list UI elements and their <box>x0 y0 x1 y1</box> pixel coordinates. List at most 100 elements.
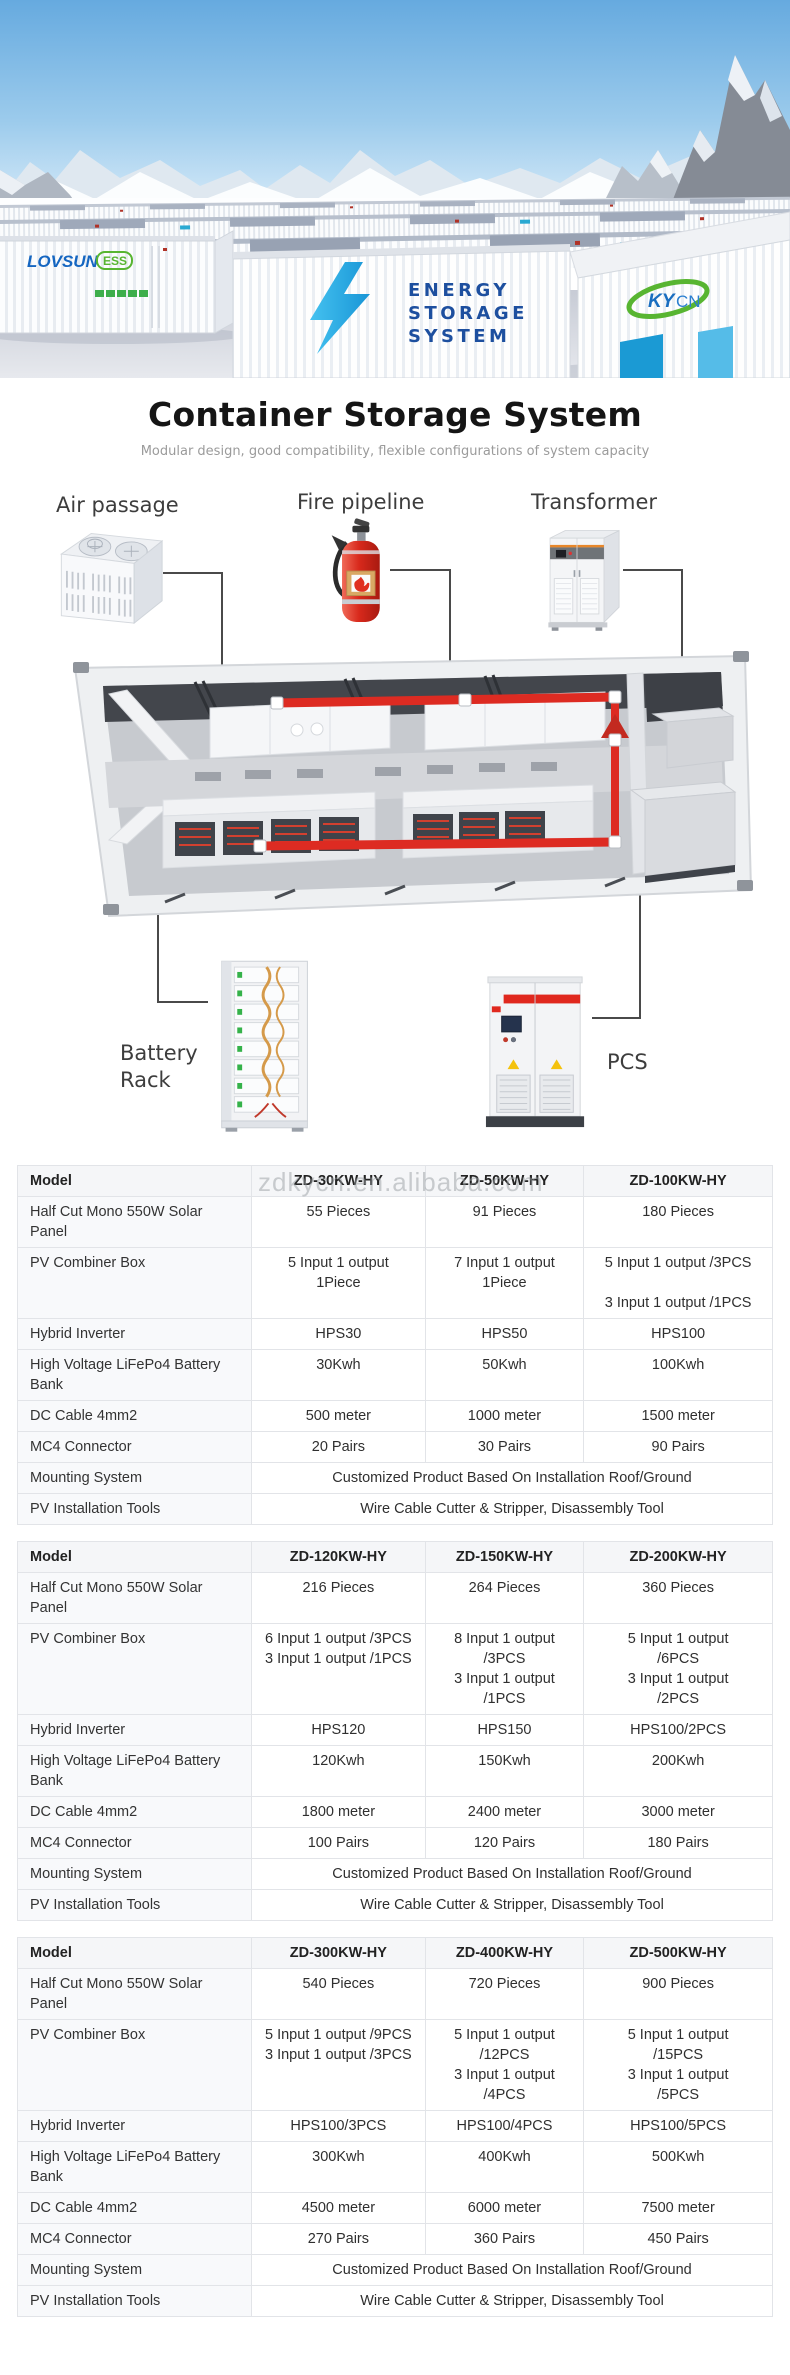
lovsun-logo: LOVSUN ESS <box>27 251 133 271</box>
pcs-box <box>629 781 737 883</box>
spec-span-cell: Wire Cable Cutter & Stripper, Disassembl… <box>251 2285 773 2317</box>
spec-value-cell: 1000 meter <box>424 1400 585 1432</box>
spec-span-cell: Wire Cable Cutter & Stripper, Disassembl… <box>251 1889 773 1921</box>
transformer-box <box>651 707 735 769</box>
spec-value-cell: 3000 meter <box>583 1796 773 1828</box>
spec-value-cell: 50Kwh <box>424 1349 585 1401</box>
fire-extinguisher-icon <box>331 518 380 622</box>
spec-label-cell: Mounting System <box>16 2254 253 2286</box>
spec-value-cell: 5 Input 1 output /6PCS 3 Input 1 output … <box>583 1623 773 1715</box>
spec-label-cell: Hybrid Inverter <box>16 1318 253 1350</box>
spec-value-cell: 5 Input 1 output /15PCS 3 Input 1 output… <box>583 2019 773 2111</box>
spec-value-cell: HPS100/3PCS <box>251 2110 426 2142</box>
spec-value-cell: 1500 meter <box>583 1400 773 1432</box>
ess-badge: ESS <box>103 254 127 268</box>
zdkycn-container: KY CN <box>569 211 790 378</box>
spec-value-cell: 120Kwh <box>251 1745 426 1797</box>
spec-value-cell: 6000 meter <box>424 2192 585 2224</box>
spec-label-cell: Mounting System <box>16 1462 253 1494</box>
model-name-cell: ZD-100KW-HY <box>583 1165 773 1197</box>
spec-value-cell: 500Kwh <box>583 2141 773 2193</box>
spec-span-cell: Wire Cable Cutter & Stripper, Disassembl… <box>251 1493 773 1525</box>
label-pcs: PCS <box>607 1050 648 1074</box>
model-name-cell: ZD-200KW-HY <box>583 1541 773 1573</box>
spec-value-cell: 216 Pieces <box>251 1572 426 1624</box>
label-fire-pipeline: Fire pipeline <box>297 490 425 514</box>
spec-value-cell: HPS100/2PCS <box>583 1714 773 1746</box>
spec-value-cell: 1800 meter <box>251 1796 426 1828</box>
spec-value-cell: 4500 meter <box>251 2192 426 2224</box>
hero-scene: LOVSUN ESS KY CN <box>0 0 790 378</box>
spec-label-cell: MC4 Connector <box>16 1431 253 1463</box>
model-name-cell: ZD-50KW-HY <box>424 1165 585 1197</box>
system-diagram: Air passage Fire pipeline Transformer <box>0 490 790 1165</box>
spec-label-cell: Half Cut Mono 550W Solar Panel <box>16 1572 253 1624</box>
spec-value-cell: HPS150 <box>424 1714 585 1746</box>
zdkycn-logo: KY CN <box>626 279 710 319</box>
spec-label-cell: Hybrid Inverter <box>16 1714 253 1746</box>
spec-label-cell: High Voltage LiFePo4 Battery Bank <box>16 2141 253 2193</box>
spec-value-cell: 270 Pairs <box>251 2223 426 2255</box>
spec-value-cell: 450 Pairs <box>583 2223 773 2255</box>
spec-label-cell: DC Cable 4mm2 <box>16 2192 253 2224</box>
spec-value-cell: 540 Pieces <box>251 1968 426 2020</box>
spec-value-cell: 180 Pairs <box>583 1827 773 1859</box>
spec-value-cell: 720 Pieces <box>424 1968 585 2020</box>
spec-value-cell: 500 meter <box>251 1400 426 1432</box>
spec-label-cell: PV Combiner Box <box>16 1623 253 1715</box>
spec-value-cell: 7 Input 1 output 1Piece <box>424 1247 585 1319</box>
battery-rack-icon <box>221 960 308 1132</box>
spec-value-cell: 180 Pieces <box>583 1196 773 1248</box>
model-header-cell: Model <box>16 1165 253 1197</box>
lightning-bolt-icon <box>310 262 370 354</box>
zdkycn-cn: CN <box>676 292 701 311</box>
spec-value-cell: 90 Pairs <box>583 1431 773 1463</box>
spec-value-cell: 400Kwh <box>424 2141 585 2193</box>
fire-pipe <box>253 690 629 853</box>
spec-value-cell: 30 Pairs <box>424 1431 585 1463</box>
spec-value-cell: 360 Pieces <box>583 1572 773 1624</box>
spec-value-cell: HPS120 <box>251 1714 426 1746</box>
energy-container: ENERGY STORAGE SYSTEM <box>232 244 571 378</box>
watermark: zdkycn.en.alibaba.com <box>258 1167 544 1197</box>
label-transformer: Transformer <box>531 490 658 514</box>
model-name-cell: ZD-120KW-HY <box>251 1541 426 1573</box>
page-subtitle: Modular design, good compatibility, flex… <box>140 444 650 459</box>
label-air-passage: Air passage <box>56 493 179 517</box>
spec-value-cell: HPS100 <box>583 1318 773 1350</box>
spec-value-cell: 8 Input 1 output /3PCS 3 Input 1 output … <box>424 1623 585 1715</box>
spec-value-cell: 7500 meter <box>583 2192 773 2224</box>
spec-value-cell: 2400 meter <box>424 1796 585 1828</box>
container-cutaway <box>73 651 753 918</box>
lovsun-container: LOVSUN ESS <box>0 230 234 334</box>
spec-label-cell: Hybrid Inverter <box>16 2110 253 2142</box>
hero-image: LOVSUN ESS KY CN <box>0 0 790 378</box>
spec-value-cell: HPS100/4PCS <box>424 2110 585 2142</box>
spec-label-cell: PV Combiner Box <box>16 2019 253 2111</box>
ess-wordmark: ENERGY STORAGE SYSTEM <box>408 280 524 347</box>
spec-label-cell: PV Installation Tools <box>16 2285 253 2317</box>
